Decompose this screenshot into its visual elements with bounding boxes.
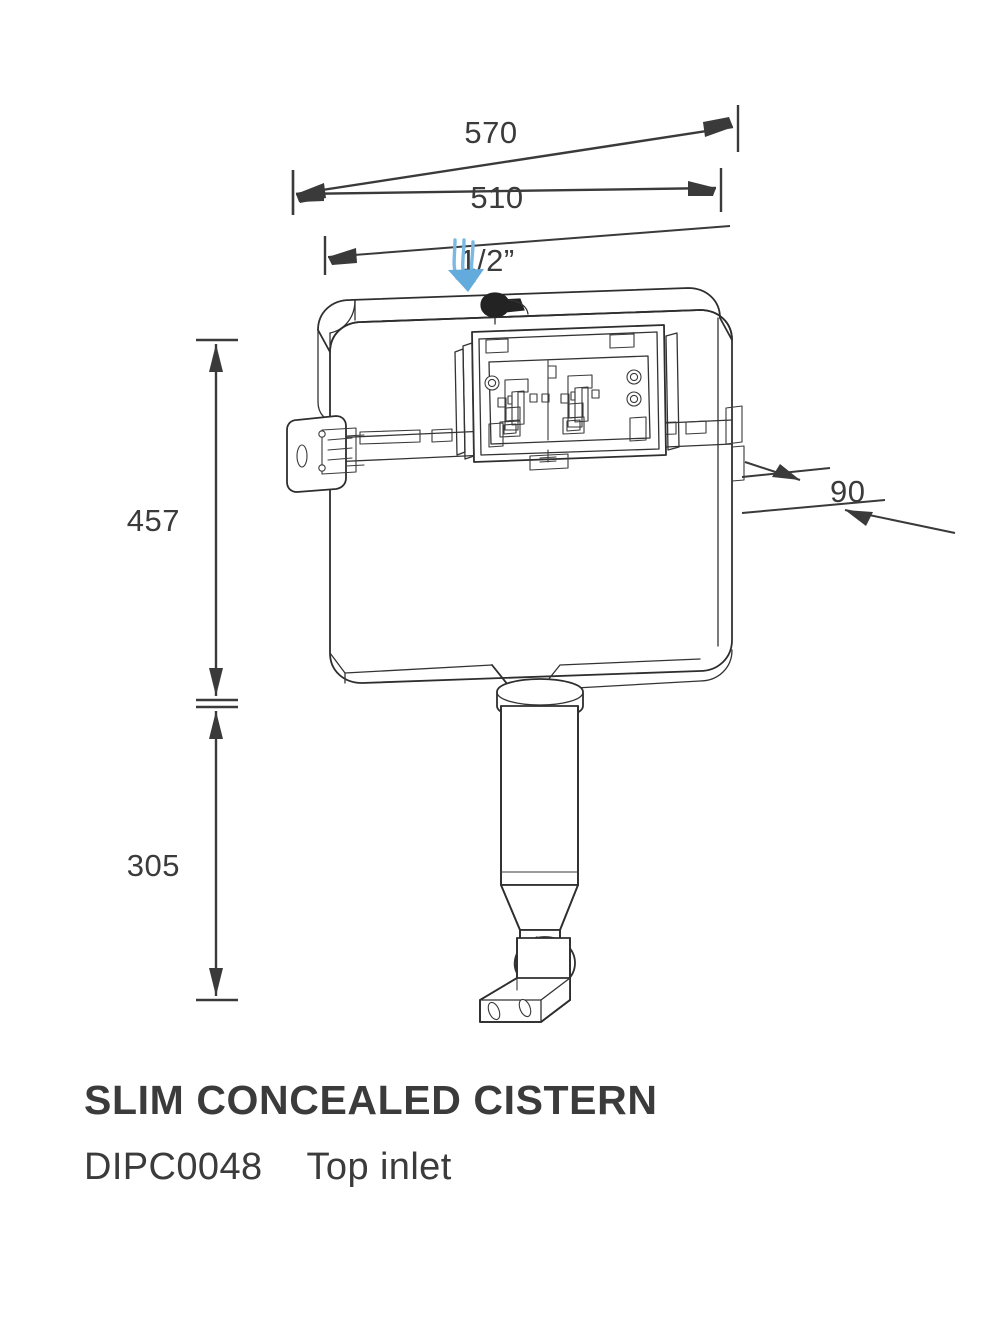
dim-90-upper-arrow: [772, 464, 800, 480]
dim-inlet-left-arrow: [328, 248, 357, 265]
top-inlet-fitting: [480, 292, 529, 325]
dimension-457: 457: [127, 338, 238, 702]
dim-510-line: [295, 186, 717, 196]
dim-90-lower-line: [741, 499, 886, 514]
water-flow-arrow-icon: [448, 238, 484, 292]
dim-457-label: 457: [127, 503, 180, 538]
model-caption: DIPC0048 Top inlet: [84, 1146, 452, 1189]
dim-510-right-arrow: [688, 181, 716, 196]
page-title: SLIM CONCEALED CISTERN: [84, 1077, 658, 1123]
dim-305-label: 305: [127, 848, 180, 883]
dimension-90: 90: [741, 461, 956, 534]
left-mounting-bracket: [286, 415, 365, 493]
dim-457-top-arrow: [209, 344, 223, 372]
flush-pipe: [496, 678, 584, 969]
dim-90-lower-arrow: [845, 510, 873, 526]
dim-570-right-arrow: [703, 117, 733, 137]
dim-570-label: 570: [464, 115, 517, 150]
dimension-inlet: 1/2”: [323, 225, 731, 278]
model-variant: Top inlet: [306, 1146, 452, 1188]
dimension-510: 510: [291, 168, 723, 215]
cistern-assembly: [286, 287, 745, 1023]
dim-457-bottom-arrow: [209, 668, 223, 696]
dim-510-label: 510: [470, 180, 523, 215]
dim-510-left-arrow: [296, 186, 324, 202]
model-code: DIPC0048: [84, 1146, 263, 1188]
dim-305-top-arrow: [209, 711, 223, 739]
dim-inlet-line: [327, 225, 731, 258]
dimension-305: 305: [127, 705, 238, 1002]
dim-305-bottom-arrow: [209, 968, 223, 996]
dim-570-line: [295, 125, 734, 196]
flush-valve-access-panel: [454, 324, 680, 471]
bottom-mounting-bracket: [479, 937, 571, 1023]
dim-90-label: 90: [830, 474, 865, 509]
